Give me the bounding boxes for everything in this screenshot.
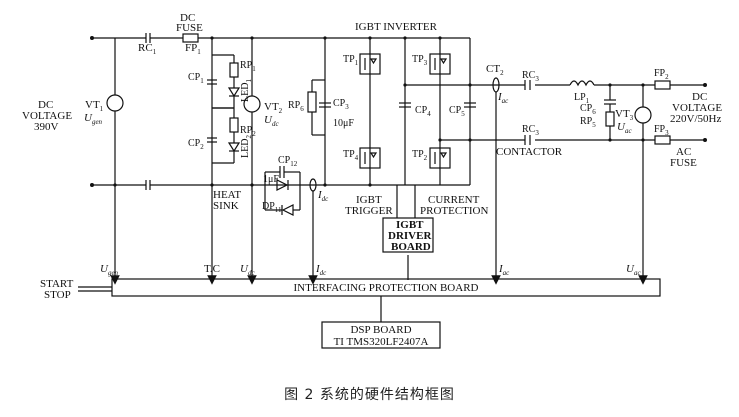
- current-protection-label: CURRENT: [428, 194, 480, 206]
- contactor-label: CONTACTOR: [496, 146, 563, 158]
- iac-label: Iac: [497, 91, 509, 105]
- ct2-label: CT2: [486, 63, 504, 77]
- igbt-trigger-label-2: TRIGGER: [345, 205, 393, 217]
- dc-voltage-label: DC: [38, 99, 53, 111]
- driver-board-label-3: BOARD: [391, 241, 431, 253]
- signal-iac: Iac: [498, 263, 510, 277]
- driver-board-label-2: DRIVER: [388, 230, 432, 242]
- stop-label: STOP: [44, 289, 71, 301]
- signal-idc: Idc: [315, 263, 327, 277]
- rc3-bottom-label: RC3: [522, 124, 539, 137]
- idc-label: Idc: [317, 189, 329, 203]
- udc-label: Udc: [264, 114, 279, 128]
- tp1-label: TP1: [343, 54, 359, 67]
- dc-voltage-value: 390V: [34, 121, 59, 133]
- ac-fuse-label-2: FUSE: [670, 157, 697, 169]
- signal-tc: T.C: [204, 263, 220, 275]
- rp6-label: RP6: [288, 100, 304, 113]
- heat-label: HEAT: [213, 189, 241, 201]
- cp2-label: CP2: [188, 138, 204, 151]
- current-protection-label-2: PROTECTION: [420, 205, 489, 217]
- cp6-label: CP6: [580, 103, 596, 116]
- cp12-value: 1μF: [263, 174, 279, 185]
- dp11-label: DP11: [262, 201, 282, 214]
- cp4-label: CP4: [415, 105, 431, 118]
- vt1-label: VT1: [85, 99, 104, 113]
- fp1-label: FP1: [185, 42, 201, 56]
- driver-board-label: IGBT: [396, 219, 424, 231]
- igbt-inverter-title: IGBT INVERTER: [355, 21, 438, 33]
- dsp-board-chip-label: TI TMS320LF2407A: [334, 336, 429, 348]
- led1-label: LED1: [240, 79, 253, 102]
- cp1-label: CP1: [188, 72, 204, 85]
- dc-voltage-out-label-2: VOLTAGE: [672, 102, 722, 114]
- uac-label: Uac: [617, 121, 632, 135]
- rp1-label: RP1: [240, 60, 256, 73]
- ac-fuse-label: AC: [676, 146, 691, 158]
- interfacing-board-label: INTERFACING PROTECTION BOARD: [294, 282, 479, 294]
- rp5-label: RP5: [580, 116, 596, 129]
- rp2-label: RP2: [240, 125, 256, 138]
- fp2-label: FP2: [654, 68, 669, 81]
- ugen-label: Ugen: [84, 112, 103, 126]
- rc3-top-label: RC3: [522, 70, 539, 83]
- tp3-label: TP3: [412, 54, 428, 67]
- dc-fuse-label: DC: [180, 12, 195, 24]
- led2-label: LED2: [240, 135, 253, 158]
- tp2-label: TP2: [412, 149, 428, 162]
- signal-ugen: Ugen: [100, 263, 119, 277]
- dc-voltage-out-label: DC: [692, 91, 707, 103]
- vt2-label: VT2: [264, 101, 283, 115]
- lp1-label: LP1: [574, 92, 590, 105]
- cp12-label: CP12: [278, 155, 298, 168]
- signal-uac: Uac: [626, 263, 641, 277]
- dsp-board-label: DSP BOARD: [350, 324, 411, 336]
- igbt-trigger-label: IGBT: [356, 194, 382, 206]
- dc-voltage-out-value: 220V/50Hz: [670, 113, 721, 125]
- fp3-label: FP3: [654, 124, 669, 137]
- dc-fuse-label-2: FUSE: [176, 22, 203, 34]
- cp3-value: 10μF: [333, 118, 354, 129]
- rc1-label: RC1: [138, 42, 157, 56]
- cp5-label: CP5: [449, 105, 465, 118]
- signal-udc: Udc: [240, 263, 255, 277]
- vt3-label: VT3: [615, 108, 634, 122]
- start-label: START: [40, 278, 74, 290]
- tp4-label: TP4: [343, 149, 359, 162]
- dc-voltage-label-2: VOLTAGE: [22, 110, 72, 122]
- cp3-label: CP3: [333, 98, 349, 111]
- figure-caption: 图 2 系统的硬件结构框图: [284, 387, 455, 403]
- sink-label: SINK: [213, 200, 239, 212]
